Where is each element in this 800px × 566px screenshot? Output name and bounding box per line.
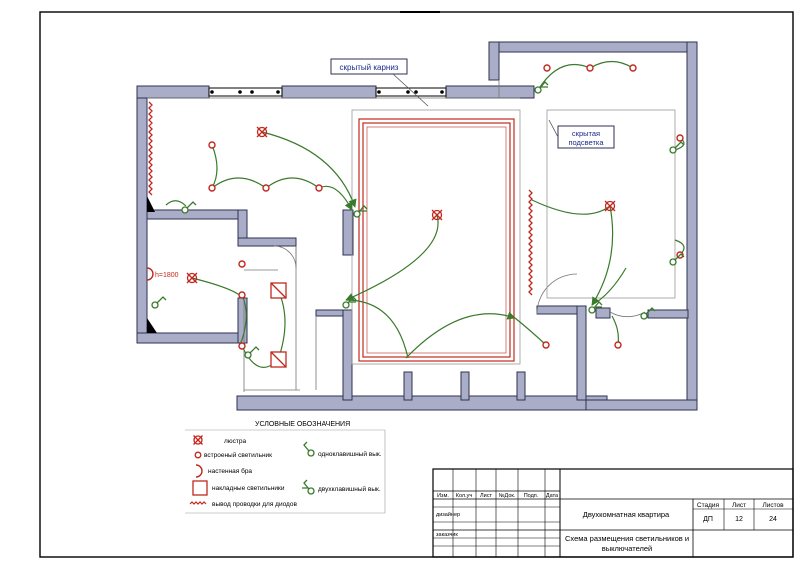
switches — [151, 81, 685, 359]
surface-light-icon — [270, 282, 287, 299]
sheet-title-line1: Схема размещения светильников и — [565, 534, 689, 543]
chandeliers — [186, 126, 616, 284]
corner-mark — [147, 196, 155, 212]
stage-value: ДП — [703, 516, 713, 523]
ceiling-zone — [351, 109, 521, 365]
legend-title: УСЛОВНЫЕ ОБОЗНАЧЕНИЯ — [255, 421, 350, 428]
switch-single-icon — [303, 441, 315, 457]
switch-single-icon — [151, 296, 167, 309]
recessed-light — [238, 291, 246, 299]
door-lines — [147, 80, 646, 392]
chandelier-icon — [193, 435, 203, 445]
header-kolvo: Кол.уч — [456, 493, 473, 499]
cornice-callout: скрытый карниз — [330, 58, 429, 107]
sconce-icon — [146, 267, 154, 281]
legend-wiring: вывод проводки для диодов — [212, 501, 297, 508]
header-list: Лист — [480, 493, 492, 499]
legend-switch-single: одноклавишный вык. — [318, 450, 382, 458]
recessed-light — [542, 341, 550, 349]
ceiling-contour — [358, 118, 515, 362]
recessed-light — [586, 64, 594, 72]
chandelier-icon — [256, 126, 268, 138]
header-date: Дата — [546, 493, 559, 499]
backlight-label-line2: подсветка — [568, 138, 604, 147]
recessed-light — [262, 184, 270, 192]
legend: УСЛОВНЫЕ ОБОЗНАЧЕНИЯ люстра встроеный св… — [185, 421, 386, 514]
switch-double-icon — [353, 205, 368, 218]
walls — [136, 41, 698, 411]
window-glazing-dots — [210, 90, 444, 94]
recessed-light — [208, 141, 216, 149]
stage-label: Стадия — [697, 502, 720, 509]
recessed-light — [629, 64, 637, 72]
corner-mark — [147, 318, 157, 333]
switch-single-icon — [244, 346, 260, 359]
project-name: Двухкомнатная квартира — [583, 510, 670, 519]
legend-surface: накладные светильники — [212, 485, 285, 492]
role-customer: заказчик — [436, 532, 458, 538]
surface-light-icon — [270, 351, 287, 368]
recessed-light — [676, 134, 684, 142]
switch-double-icon — [342, 296, 357, 309]
backlight-outline — [546, 109, 676, 299]
header-doc: №Док. — [499, 493, 516, 499]
switch-double-icon — [302, 479, 315, 495]
sheet-value: 12 — [735, 516, 743, 523]
switch-single-icon — [669, 141, 685, 154]
sheet-label: Лист — [732, 502, 746, 509]
recessed-light — [238, 342, 246, 350]
recessed-light — [315, 184, 323, 192]
surface-lights — [270, 282, 287, 368]
recessed-light — [614, 341, 622, 349]
sconce-icon — [195, 464, 203, 478]
title-block — [432, 468, 794, 558]
window-marks — [208, 87, 447, 97]
height-mark: h=1800 — [155, 272, 179, 279]
legend-sconce: настенная бра — [208, 467, 252, 475]
header-sign: Подп. — [524, 493, 539, 499]
switch-double-icon — [534, 81, 549, 94]
switch-single-icon — [640, 307, 656, 320]
recessed-light-icon — [194, 451, 202, 459]
wiring-zigzags — [148, 101, 533, 296]
wiring-icon — [189, 501, 207, 505]
sheet-title-line2: выключателей — [602, 544, 653, 553]
legend-switch-double: двухклавишный вык. — [318, 485, 381, 493]
surface-light-icon — [192, 480, 208, 496]
title-block-text: Изм. Кол.уч Лист №Док. Подп. Дата дизайн… — [436, 493, 559, 538]
recessed-light — [208, 184, 216, 192]
switch-single-icon — [669, 253, 685, 266]
role-designer: дизайнер — [436, 511, 460, 518]
chandelier-icon — [431, 209, 443, 221]
sheets-label: Листов — [762, 502, 784, 509]
legend-recessed: встроеный светильник — [204, 451, 272, 459]
recessed-light — [543, 64, 551, 72]
legend-chandelier: люстра — [224, 438, 247, 445]
header-izm: Изм. — [437, 493, 449, 499]
chandelier-icon — [186, 272, 198, 284]
backlight-label-line1: скрытая — [572, 129, 600, 138]
switch-single-icon — [181, 201, 197, 214]
backlight-callout: скрытая подсветка — [548, 119, 615, 149]
sheets-value: 24 — [769, 516, 777, 523]
chandelier-icon — [604, 200, 616, 212]
recessed-light — [238, 260, 246, 268]
cornice-label: скрытый карниз — [340, 63, 399, 72]
switch-double-icon — [588, 301, 603, 314]
